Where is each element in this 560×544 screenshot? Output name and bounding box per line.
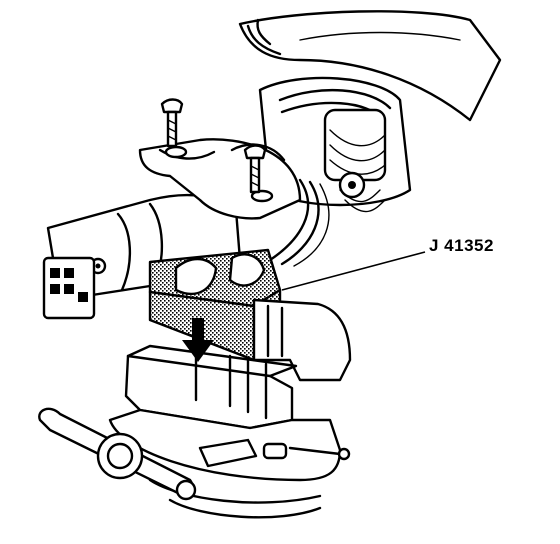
down-arrow-icon <box>182 318 214 362</box>
bolt-left <box>160 98 184 148</box>
wiring-harness <box>268 178 386 267</box>
callout-leader-line <box>281 251 426 291</box>
bolt-right <box>243 144 267 194</box>
bench-vise <box>38 298 352 519</box>
tool-callout-label: J 41352 <box>429 236 494 255</box>
steering-column-cover <box>238 10 502 207</box>
